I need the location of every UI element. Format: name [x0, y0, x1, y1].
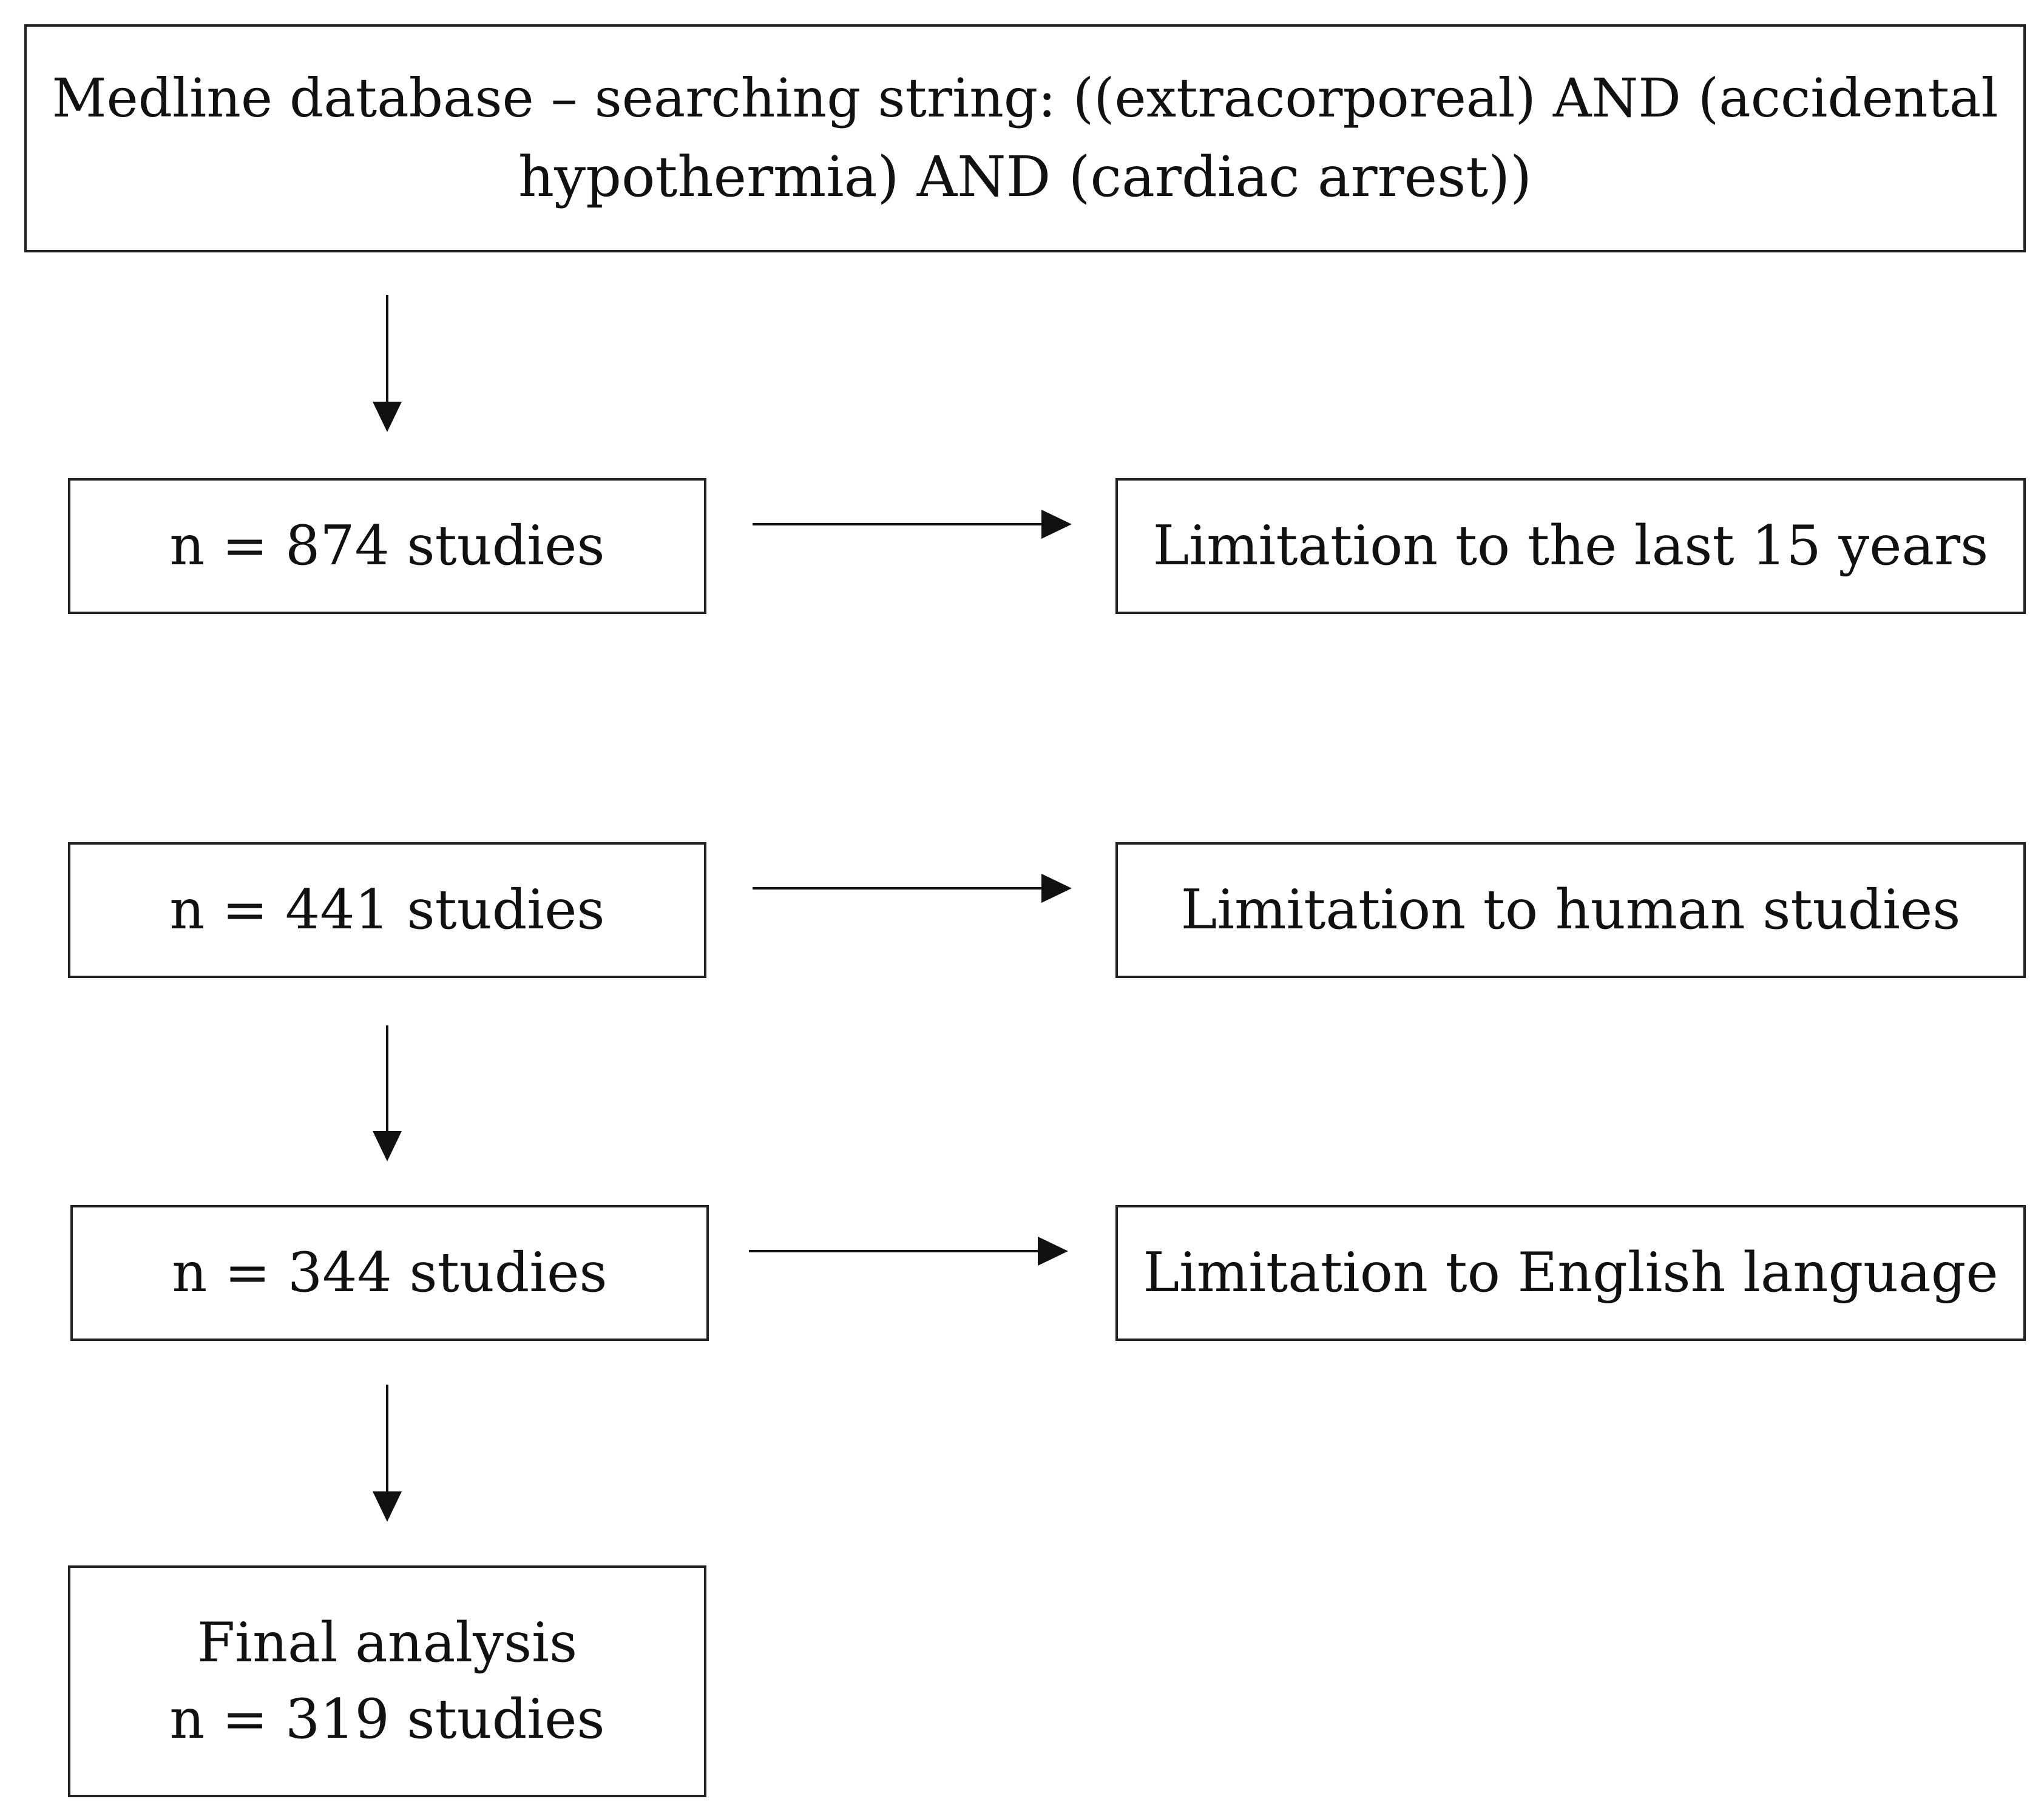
- count-box-344: n = 344 studies: [70, 1205, 709, 1341]
- count-label: n = 344 studies: [172, 1241, 607, 1305]
- limitation-label: Limitation to the last 15 years: [1152, 514, 1989, 578]
- count-label: n = 441 studies: [169, 878, 605, 942]
- arrow-right-874-to-limitation: [753, 510, 1072, 539]
- search-string-line-1: Medline database – searching string: ((e…: [52, 66, 1998, 129]
- count-box-874: n = 874 studies: [68, 478, 706, 614]
- search-string-box: Medline database – searching string: ((e…: [24, 24, 2026, 252]
- limitation-box-last-15-years: Limitation to the last 15 years: [1115, 478, 2026, 614]
- count-box-441: n = 441 studies: [68, 842, 706, 978]
- final-analysis-title: Final analysis: [197, 1611, 578, 1675]
- limitation-label: Limitation to human studies: [1180, 878, 1961, 942]
- limitation-box-human-studies: Limitation to human studies: [1115, 842, 2026, 978]
- arrow-down-344-to-final: [373, 1385, 402, 1522]
- final-analysis-box: Final analysis n = 319 studies: [68, 1565, 706, 1797]
- arrow-right-344-to-limitation: [749, 1237, 1068, 1266]
- arrow-down-search-to-874: [373, 295, 402, 432]
- count-label: n = 874 studies: [169, 514, 605, 578]
- limitation-box-english-language: Limitation to English language: [1115, 1205, 2026, 1341]
- limitation-label: Limitation to English language: [1143, 1241, 1998, 1305]
- arrow-down-441-to-344: [373, 1025, 402, 1161]
- final-analysis-count: n = 319 studies: [169, 1687, 605, 1751]
- arrow-right-441-to-limitation: [753, 874, 1072, 903]
- search-string-line-2: hypothermia) AND (cardiac arrest)): [518, 144, 1532, 210]
